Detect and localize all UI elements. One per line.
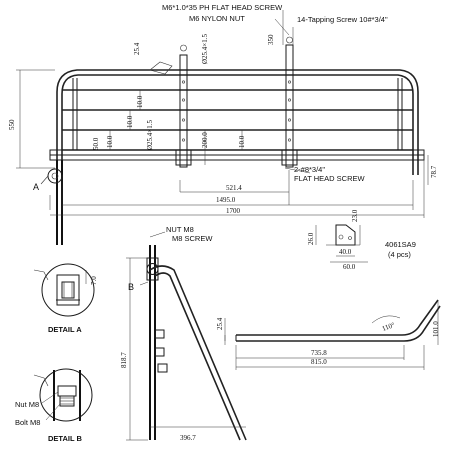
side-view	[126, 231, 247, 441]
dim-60: 60.0	[343, 263, 356, 271]
dim-1700: 1700	[226, 207, 241, 215]
profile-view	[224, 299, 441, 370]
callout-tapping-screw: 14-Tapping Screw 10#*3/4"	[297, 15, 388, 24]
callout-bolt-m8-detail: Bolt M8	[15, 418, 40, 427]
dim-815: 815.0	[311, 358, 327, 366]
callout-flat-head-screw-2: 2-#8*3/4"	[294, 165, 325, 174]
dim-550: 550	[8, 119, 16, 130]
dim-pipe-top: Ø25.4×1.5	[201, 33, 209, 64]
part-number: 4061SA9	[385, 240, 416, 249]
detail-a-view	[33, 263, 95, 317]
dim-10-a: 10.0	[136, 95, 144, 108]
dim-200: 200.0	[201, 132, 209, 148]
callout-flat-head-screw-2b: FLAT HEAD SCREW	[294, 174, 365, 183]
detail-a-title: DETAIL A	[48, 325, 82, 334]
callout-nylon-nut-m6: M6 NYLON NUT	[189, 14, 245, 23]
dim-396-7: 396.7	[180, 434, 196, 442]
dim-735-8: 735.8	[311, 349, 327, 357]
marker-a: A	[33, 182, 39, 192]
dim-1495: 1495.0	[216, 196, 236, 204]
dim-pipe-mid: Ø25.4×1.5	[146, 119, 154, 150]
dim-40: 40.0	[339, 248, 352, 256]
dim-10-d: 10.0	[238, 135, 246, 148]
dim-10-b: 10.0	[106, 135, 114, 148]
callout-screw-m8: M8 SCREW	[172, 234, 213, 243]
dim-350: 350	[267, 34, 275, 45]
front-dimensions	[16, 10, 429, 218]
callout-nut-m8: NUT M8	[166, 225, 194, 234]
dim-818-7: 818.7	[120, 352, 128, 368]
dim-521-4: 521.4	[226, 184, 242, 192]
detail-b-view	[33, 368, 93, 422]
part-quantity: (4 pcs)	[388, 250, 411, 259]
marker-b: B	[128, 282, 134, 292]
detail-b-title: DETAIL B	[48, 434, 82, 443]
dim-10-c: 10.0	[126, 115, 134, 128]
dim-110-deg: 110°	[381, 321, 396, 333]
dim-50: 50.0	[92, 137, 100, 150]
dim-78-7: 78.7	[430, 165, 438, 178]
dim-7: 7.0	[90, 276, 98, 285]
front-view	[40, 36, 425, 245]
dim-25-4-side: 25.4	[216, 317, 224, 330]
dim-101: 101.0	[432, 321, 440, 337]
callout-flat-head-screw-m6: M6*1.0*35 PH FLAT HEAD SCREW	[162, 3, 283, 12]
dim-25-4-top: 25.4	[133, 42, 141, 55]
callout-nut-m8-detail: Nut M8	[15, 400, 39, 409]
bracket-view	[315, 224, 368, 263]
dim-23: 23.0	[351, 209, 359, 222]
dim-26: 26.0	[307, 232, 315, 245]
